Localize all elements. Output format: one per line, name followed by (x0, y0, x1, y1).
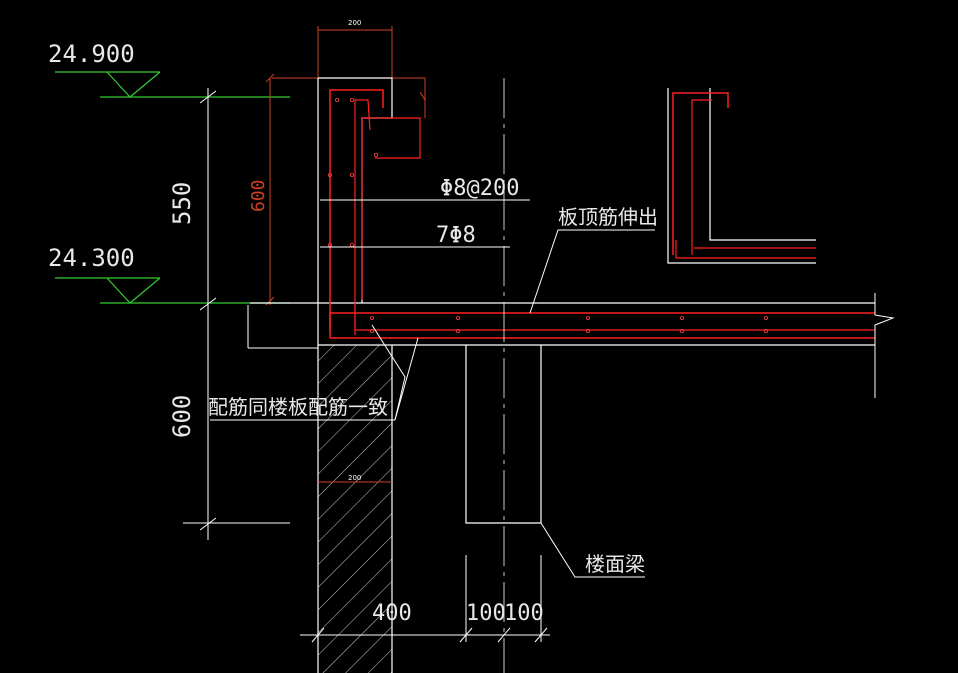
dimension-600-red-label: 600 (248, 179, 269, 212)
slab-break-line (874, 293, 895, 398)
dimension-550-label: 550 (168, 182, 196, 225)
slab-rebar (329, 305, 875, 339)
floor-beam-annotation: 楼面梁 (585, 552, 645, 576)
elevation-top-label: 24.900 (48, 40, 135, 68)
parapet-rebar (327, 89, 421, 335)
dim-100b-label: 100 (504, 601, 544, 626)
stirrup-annotation: Φ8@200 (440, 176, 519, 201)
rebar-same-as-slab-annotation: 配筋同楼板配筋一致 (208, 395, 388, 419)
upper-right-rebar-detail (667, 88, 816, 264)
longitudinal-annotation: 7Φ8 (436, 223, 476, 248)
leader-lines (210, 199, 655, 578)
top-dim-200-label: 200 (348, 19, 361, 27)
left-dimension-chain: 550 600 (168, 88, 290, 540)
dim-100a-label: 100 (466, 601, 506, 626)
dimension-600-lower-label: 600 (168, 395, 196, 438)
wall-hatched: 200 (317, 345, 393, 673)
top-dimension-200: 200 (317, 19, 393, 80)
annotation-texts: Φ8@200 7Φ8 板顶筋伸出 配筋同楼板配筋一致 楼面梁 (208, 176, 658, 576)
wall-dim-200-label: 200 (348, 474, 361, 482)
floor-beam-outline (465, 78, 542, 673)
slab-top-rebar-annotation: 板顶筋伸出 (558, 205, 658, 229)
elevation-marker-lower: 24.300 (48, 244, 290, 304)
red-dimension-600: 600 (248, 73, 426, 306)
elevation-lower-label: 24.300 (48, 244, 135, 272)
dim-400-label: 400 (372, 601, 412, 626)
elevation-marker-top: 24.900 (48, 40, 290, 98)
bottom-dimension-chain: 400 100 100 (300, 555, 550, 643)
